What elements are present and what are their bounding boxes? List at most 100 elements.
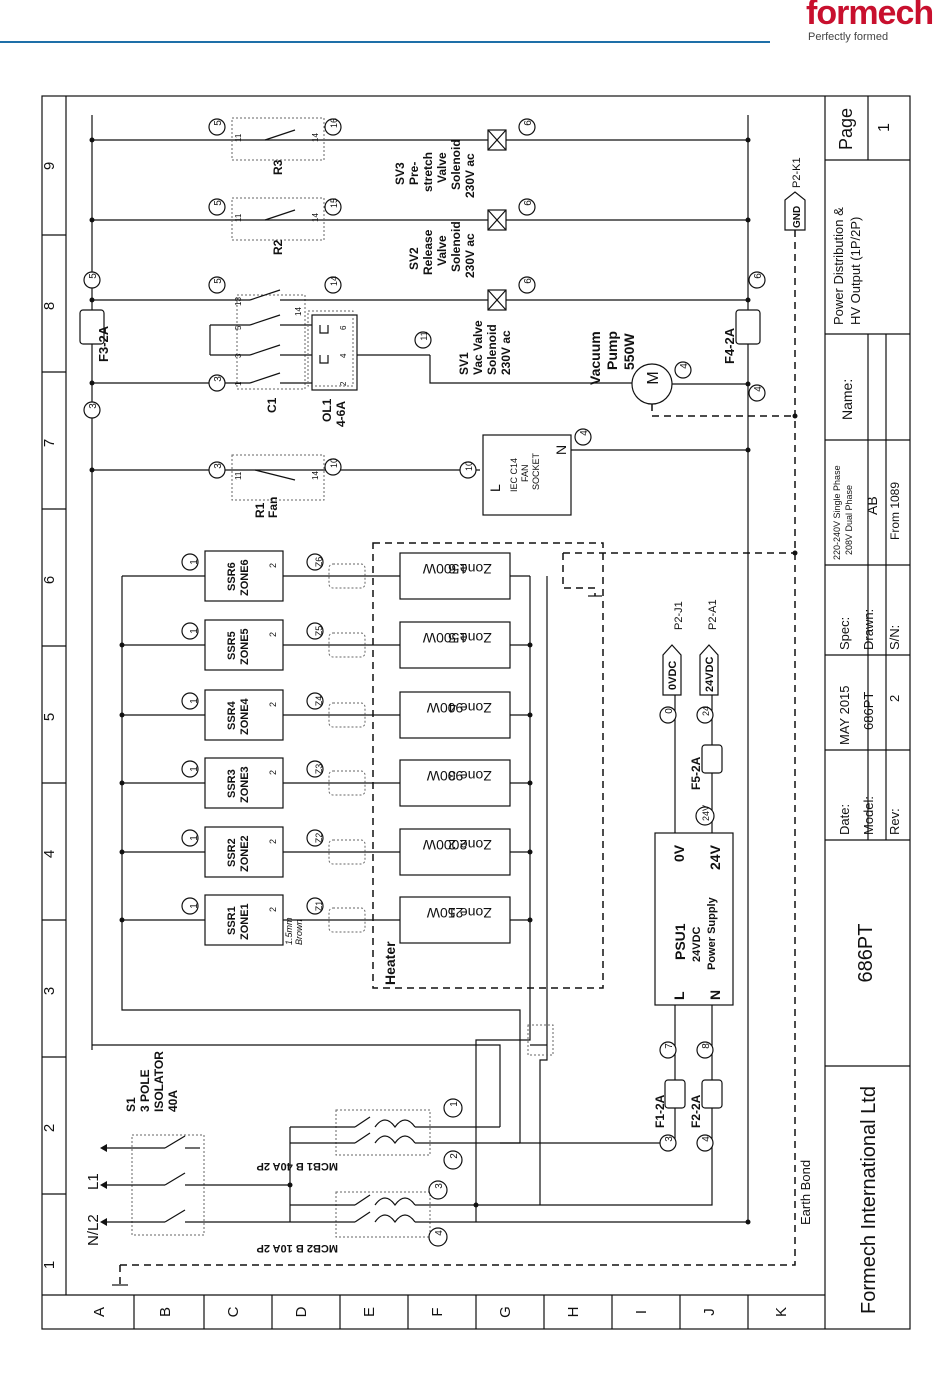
sv2-line-2: Release (421, 229, 435, 275)
wire-marker-3a: 3 (88, 403, 99, 409)
r2-terminal-14: 14 (311, 213, 320, 222)
brown-note-2: Brown (294, 919, 304, 945)
isolator-s1: N/L2 L1 S1 3 POLE ISOLATOR 40A Earth Bon… (85, 1051, 813, 1246)
ssr-6: SSR6 ZONE6 1 2 Z6 (122, 550, 400, 602)
col-label-7: 7 (41, 439, 58, 447)
pump-line-1: Vacuum (587, 331, 603, 385)
junction-dots (89, 137, 798, 1225)
row-label-k: K (773, 1307, 790, 1317)
ssr2-terminal-2: 2 (268, 839, 278, 844)
ssr5-name: SSR5 (226, 631, 238, 660)
sv2-line-3: Valve (435, 235, 449, 266)
c1-terminal-1: 1 (234, 381, 243, 386)
spec-line-2: 208V Dual Phase (844, 485, 854, 555)
row-label-f: F (429, 1307, 446, 1316)
wire-marker-5d: 5 (213, 120, 224, 126)
ssr4-terminal-2: 2 (268, 702, 278, 707)
ssr3-zone: ZONE3 (239, 766, 251, 803)
psu-n: N (707, 990, 723, 1000)
ssr6-name: SSR6 (226, 562, 238, 591)
brand-tagline: Perfectly formed (808, 31, 889, 43)
sv1-line-4: 230V ac (499, 330, 513, 375)
wire-marker-2: 2 (449, 1153, 460, 1159)
sv1-line-2: Vac Valve (471, 320, 485, 375)
zone2-label: Zone 2 (448, 837, 492, 853)
ssr4-zone: ZONE4 (239, 697, 251, 735)
wire-z4: Z4 (314, 696, 324, 707)
output-24vdc: 24VDC (704, 656, 716, 692)
fuse-f3-label: F3-2A (96, 325, 111, 362)
ssr4-terminal-1: 1 (189, 698, 200, 704)
ssr-3: SSR3 ZONE3 1 2 Z3 (122, 757, 400, 809)
ssr5-zone: ZONE5 (239, 628, 251, 665)
page-value: 1 (876, 123, 893, 132)
rev-value: 2 (887, 695, 902, 702)
isolator-line-2: 3 POLE (138, 1069, 152, 1112)
ssr2-terminal-1: 1 (189, 835, 200, 841)
label-nl2: N/L2 (85, 1214, 102, 1246)
sv3-line-3: stretch (421, 152, 435, 192)
zone6-label: Zone 6 (448, 561, 492, 577)
ssr-row: SSR1 ZONE1 1 2 Z1 1.5mm Brown SSR2 ZONE2… (122, 550, 400, 946)
wire-marker-5c: 5 (213, 200, 224, 206)
heater-group: Heater 250W Zone 1 2000W Zone 2 900W Zon… (372, 542, 795, 989)
mcb-breakers: MCB1 B 40A 2P MCB2 B 10A 2P (256, 1109, 748, 1254)
sv3-line-5: Solenoid (449, 139, 463, 190)
zone3-label: Zone 3 (448, 768, 492, 784)
c1-terminal-5: 5 (234, 325, 243, 330)
wire-z1: Z1 (314, 901, 324, 912)
wire-marker-4b: 4 (679, 363, 690, 369)
wire-marker-4a: 4 (579, 430, 590, 436)
zone2-power: 2000W (422, 837, 467, 853)
zone6-power: 1500W (422, 561, 467, 577)
wire-marker-14: 14 (329, 276, 339, 286)
mcb2-label: MCB2 B 10A 2P (256, 1242, 338, 1254)
zone-6: 1500W Zone 6 (399, 552, 530, 600)
ssr6-zone: ZONE6 (239, 559, 251, 596)
spec-line-1: 220-240V Single Phase (832, 465, 842, 560)
row-label-a: A (91, 1307, 108, 1317)
sv1-line-3: Solenoid (485, 324, 499, 375)
row-label-j: J (701, 1308, 718, 1316)
zone-1: 250W Zone 1 (399, 896, 530, 944)
ssr-4: SSR4 ZONE4 1 2 Z4 (122, 689, 400, 741)
col-label-3: 3 (41, 987, 58, 995)
rev-label: Rev: (887, 808, 902, 835)
zone5-label: Zone 5 (448, 630, 492, 646)
sv1-line-1: SV1 (457, 352, 471, 375)
sv2-line-1: SV2 (407, 247, 421, 270)
ssr1-zone: ZONE1 (239, 903, 251, 940)
wire-z6: Z6 (314, 557, 324, 568)
fuse-f5-label: F5-2A (689, 756, 703, 790)
zone5-power: 1500W (422, 630, 467, 646)
ssr1-name: SSR1 (226, 906, 238, 935)
wire-marker-15: 15 (329, 198, 339, 208)
ssr3-name: SSR3 (226, 769, 238, 798)
r3-terminal-14: 14 (311, 133, 320, 142)
wire-marker-4d: 4 (434, 1230, 445, 1236)
psu-desc: Power Supply (706, 896, 718, 970)
col-label-9: 9 (41, 162, 58, 170)
model-label: Model: (861, 796, 876, 835)
wire-marker-3d: 3 (434, 1183, 445, 1189)
fuse-f1-label: F1-2A (653, 1094, 667, 1128)
wire-z3: Z3 (314, 764, 324, 775)
ol1-name: OL1 (320, 398, 334, 422)
wire-marker-6d: 6 (753, 273, 764, 279)
row-label-c: C (225, 1306, 242, 1317)
wire-8: 8 (701, 1043, 712, 1049)
fuse-f4-label: F4-2A (722, 327, 737, 364)
ssr-5: SSR5 ZONE5 1 2 Z5 (122, 619, 400, 671)
col-label-6: 6 (41, 576, 58, 584)
gnd-ref: P2-K1 (791, 157, 803, 188)
sv3-line-1: SV3 (393, 162, 407, 185)
wire-marker-11: 11 (419, 331, 429, 340)
ol1-terminal-2: 2 (339, 381, 348, 386)
model-big: 686PT (855, 924, 877, 983)
r1-name: R1 (253, 502, 267, 518)
sn-value: From 1089 (888, 482, 902, 540)
zone-4: 900W Zone 4 (399, 691, 530, 739)
wire-z2: Z2 (314, 833, 324, 844)
psu-rating: 24VDC (691, 926, 703, 962)
ol1-terminal-4: 4 (339, 353, 348, 358)
